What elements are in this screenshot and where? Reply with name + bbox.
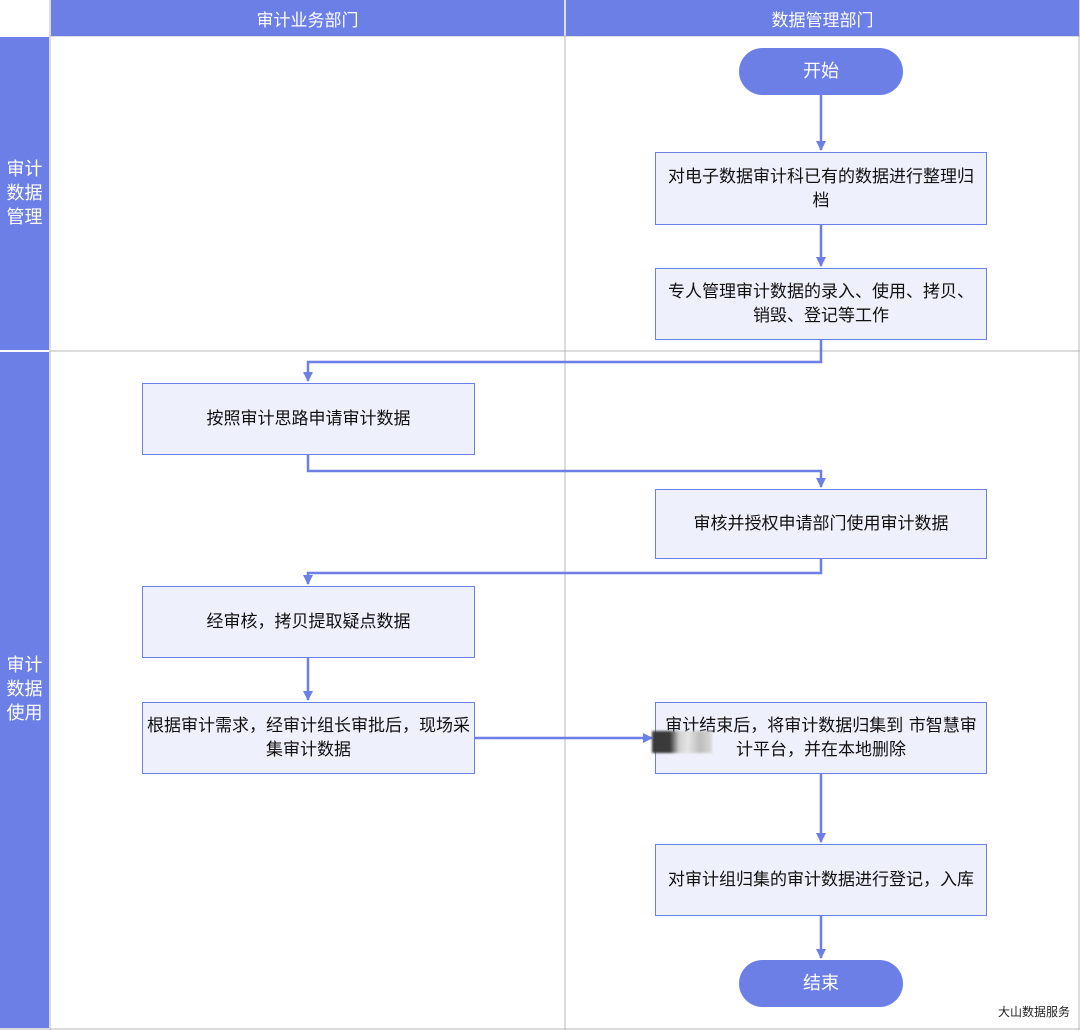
arrow-apply-to-authorize [306,455,826,488]
start-node: 开始 [739,48,903,95]
step-label: 专人管理审计数据的录入、使用、拷贝、销毁、登记等工作 [668,282,974,326]
arrow-authorize-to-copy [303,559,823,585]
step-label: 经审核，拷贝提取疑点数据 [206,612,411,632]
lane-header-data-management: 审计数据管理 [0,37,49,350]
lane-header-label: 审计数据管理 [6,159,43,228]
step-label: 根据审计需求，经审计组长审批后，现场采集审计数据 [147,716,470,760]
step-label: 审核并授权申请部门使用审计数据 [693,514,949,534]
start-label: 开始 [803,60,839,82]
end-node: 结束 [739,960,903,1007]
lane-header-label: 审计数据使用 [6,655,43,724]
apply-data-step: 按照审计思路申请审计数据 [142,383,475,455]
column-header-audit-business: 审计业务部门 [51,0,564,36]
column-header-data-management: 数据管理部门 [566,0,1079,36]
end-label: 结束 [803,972,839,994]
organize-archive-step: 对电子数据审计科已有的数据进行整理归档 [655,152,987,225]
lane-header-data-usage: 审计数据使用 [0,352,49,1028]
step-label: 对电子数据审计科已有的数据进行整理归档 [668,166,974,211]
authorize-step: 审核并授权申请部门使用审计数据 [655,489,987,559]
arrow-manage-to-apply [303,340,823,382]
watermark: 大山数据服务 [997,1005,1070,1019]
column-header-label: 数据管理部门 [771,10,874,31]
redaction-blur [652,731,712,753]
copy-extract-step: 经审核，拷贝提取疑点数据 [142,586,475,658]
step-label: 审计结束后，将审计数据归集到 市智慧审计平台，并在本地删除 [665,716,977,760]
step-label: 对审计组归集的审计数据进行登记，入库 [668,870,974,890]
dedicated-management-step: 专人管理审计数据的录入、使用、拷贝、销毁、登记等工作 [655,268,987,340]
register-storage-step: 对审计组归集的审计数据进行登记，入库 [655,844,987,916]
onsite-collect-step: 根据审计需求，经审计组长审批后，现场采集审计数据 [142,702,475,774]
column-header-label: 审计业务部门 [256,10,359,31]
step-label: 按照审计思路申请审计数据 [206,409,411,429]
